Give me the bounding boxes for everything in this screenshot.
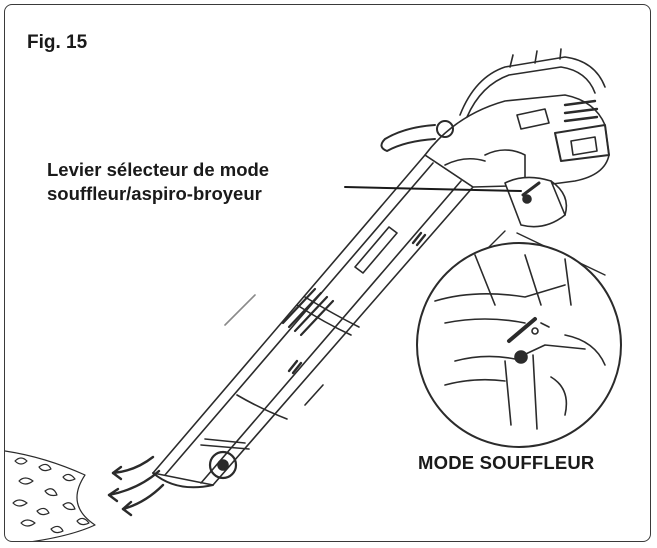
lever-callout-line2: souffleur/aspiro-broyeur xyxy=(47,183,262,204)
mode-caption: MODE SOUFFLEUR xyxy=(418,452,595,473)
figure-frame xyxy=(4,4,651,542)
lever-callout-text: Levier sélecteur de mode souffleur/aspir… xyxy=(47,158,269,206)
lever-callout-line1: Levier sélecteur de mode xyxy=(47,159,270,180)
lever-knob-icon xyxy=(522,194,532,204)
callout-leader-line xyxy=(344,186,522,192)
nozzle-wheel xyxy=(200,438,250,480)
leaf-pile-icon xyxy=(5,450,96,541)
leaf-blower-illustration xyxy=(5,48,622,541)
intake-lever-area xyxy=(504,176,568,228)
air-flow-arrows-icon xyxy=(107,455,165,517)
detail-magnifier xyxy=(416,230,622,448)
blower-tube xyxy=(152,154,474,489)
figure-number: Fig. 15 xyxy=(27,32,88,53)
motor-housing xyxy=(380,48,610,188)
